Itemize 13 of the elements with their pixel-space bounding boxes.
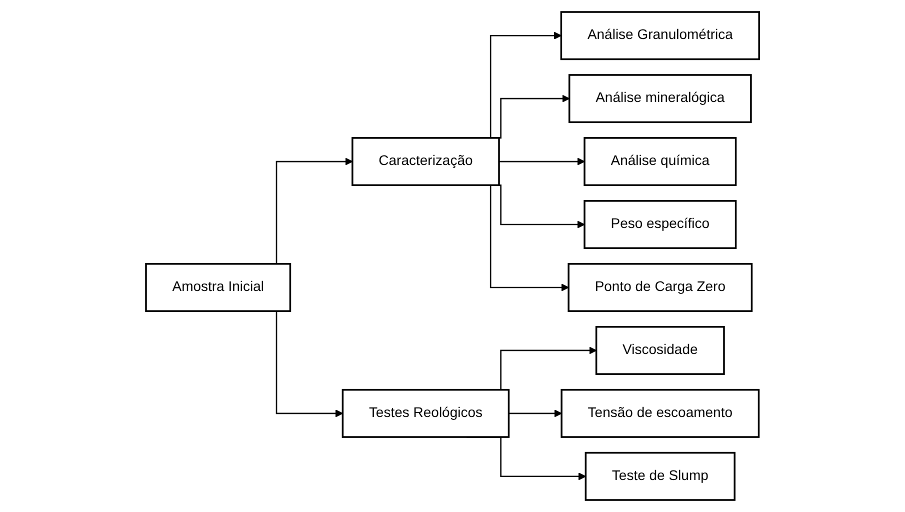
node-box: Testes Reológicos xyxy=(342,388,510,438)
node-box: Caracterização xyxy=(352,137,500,186)
node-box: Tensão de escoamento xyxy=(560,388,760,438)
node-box: Peso específico xyxy=(584,200,737,249)
node-box: Amostra Inicial xyxy=(145,263,292,312)
node-box: Teste de Slump xyxy=(584,452,736,501)
arrow xyxy=(508,410,562,418)
node-box: Ponto de Carga Zero xyxy=(568,263,753,312)
node-box: Análise mineralógica xyxy=(568,74,752,124)
node-box: Análise química xyxy=(584,137,737,186)
node-box: Viscosidade xyxy=(595,326,725,375)
node-box: Análise Granulométrica xyxy=(560,11,760,60)
arrow xyxy=(498,158,585,166)
